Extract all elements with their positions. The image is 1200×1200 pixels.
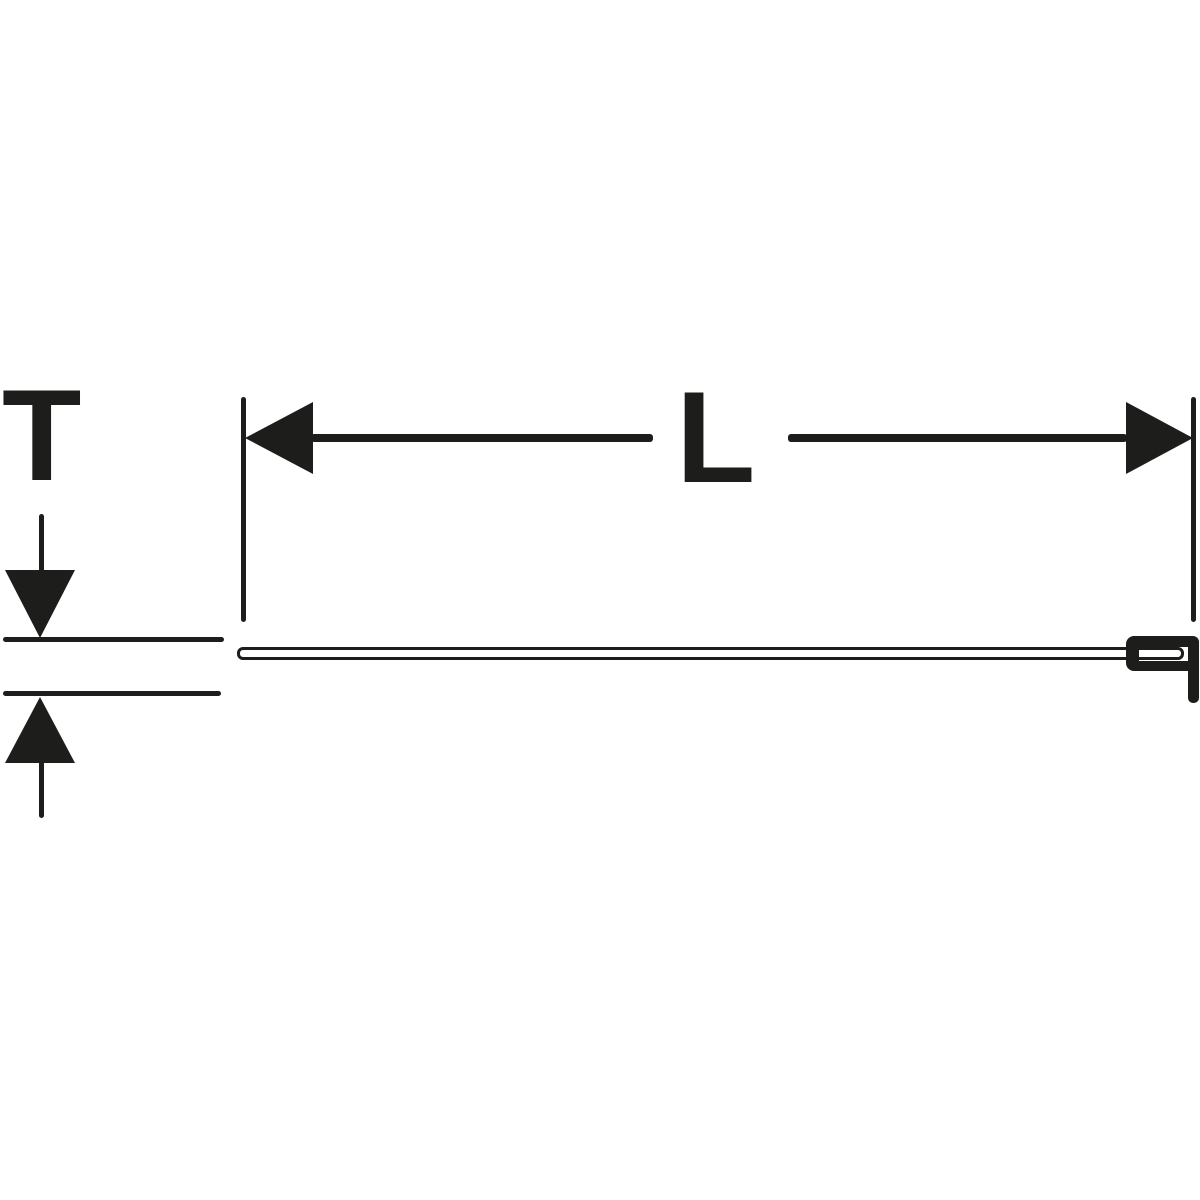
clamp-profile-leg (1188, 640, 1199, 703)
length-extension-line-right (1191, 397, 1196, 622)
length-right-arrow-icon (1126, 402, 1193, 474)
panel-profile (237, 647, 1184, 660)
thickness-down-arrow-stem (39, 514, 44, 572)
length-label: L (676, 364, 756, 510)
length-extension-line-left (241, 397, 246, 622)
length-dimension-line-left (311, 434, 653, 442)
thickness-ref-line-bottom (3, 691, 221, 696)
thickness-ref-line-top (3, 637, 224, 642)
thickness-up-arrow-stem (39, 761, 44, 818)
length-left-arrow-icon (245, 402, 313, 474)
length-dimension-line-right (788, 434, 1127, 442)
thickness-label: T (2, 362, 82, 508)
thickness-down-arrow-icon (5, 570, 75, 638)
thickness-up-arrow-icon (5, 697, 75, 763)
